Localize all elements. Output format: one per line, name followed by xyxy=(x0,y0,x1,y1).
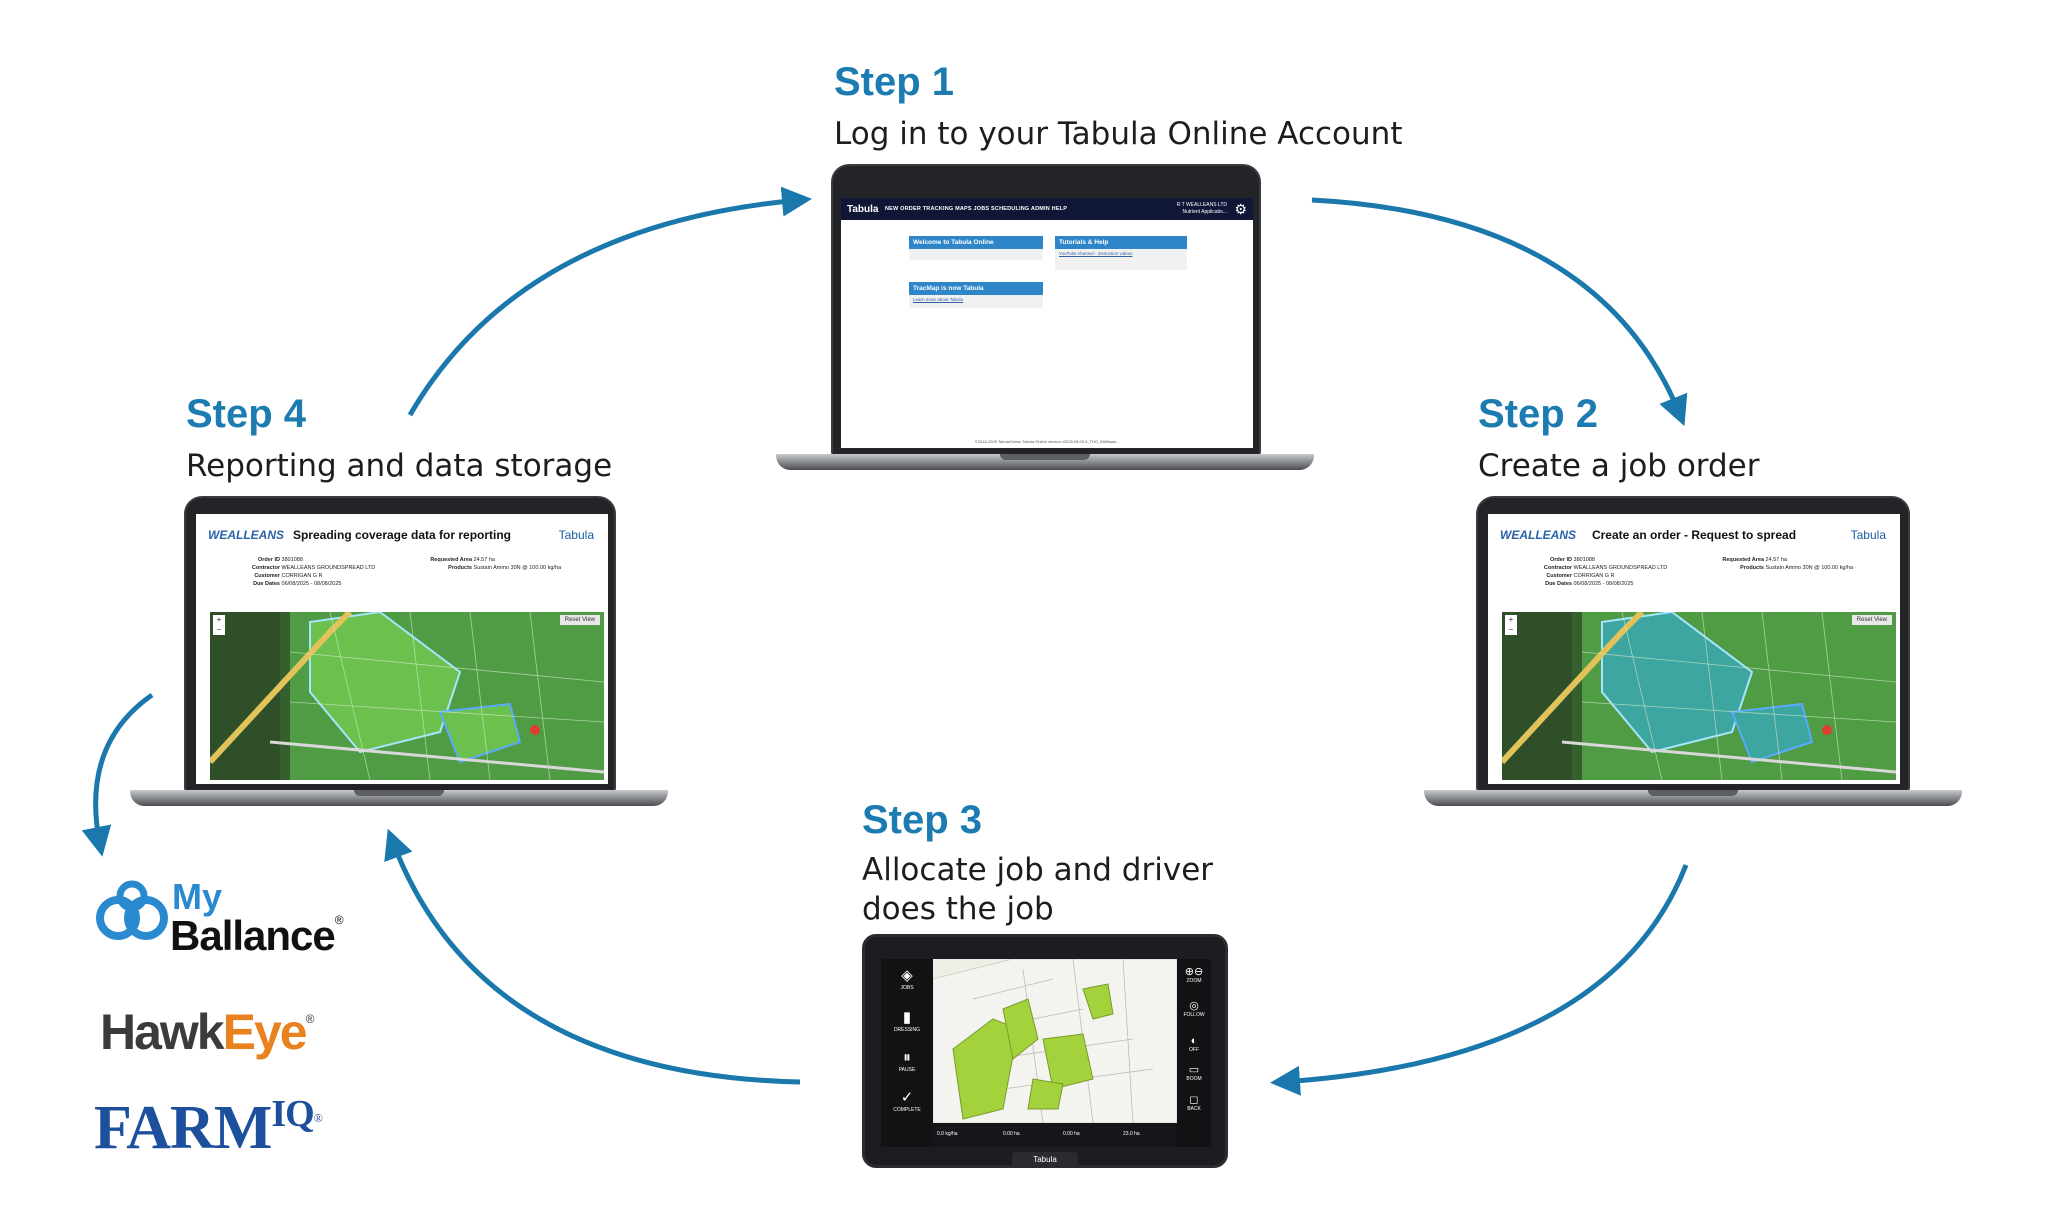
order-details: Order ID 3801088 Contractor WEALLEANS GR… xyxy=(1543,557,1668,587)
complete-button[interactable]: ✓COMPLETE xyxy=(893,1089,921,1113)
zoom-control[interactable]: +− xyxy=(213,615,225,635)
step2-description: Create a job order xyxy=(1478,448,1760,484)
area-a: 0.00 ha xyxy=(1003,1131,1020,1137)
coverage-map[interactable]: +− Reset View xyxy=(210,612,604,780)
report-screen-step4: WEALLEANS Spreading coverage data for re… xyxy=(196,514,608,784)
myballance-logo: Ballance® xyxy=(170,912,344,959)
wealleans-logo: WEALLEANS xyxy=(208,528,284,542)
step1-title: Step 1 xyxy=(834,60,955,104)
arrow-step1-to-step2 xyxy=(1311,197,1688,427)
tracmap-card: TracMap is now Tabula Learn more about T… xyxy=(909,282,1043,308)
farmiq-logo: FARMIQ® xyxy=(94,1093,323,1162)
order-title: Create an order - Request to spread xyxy=(1591,528,1797,542)
order-product-details: Requested Area 24.57 ha Products Sustain… xyxy=(1722,557,1854,571)
arrow-step3-to-step4 xyxy=(384,828,801,1085)
tabula-footer: ©2016-2025 TabulaOnline Tabula Online ve… xyxy=(974,439,1120,444)
order-product-details: Requested Area 24.57 ha Products Sustain… xyxy=(430,557,562,571)
gear-icon[interactable]: ⚙ xyxy=(1234,201,1247,217)
myballance-logo-icon xyxy=(96,880,168,940)
tablet-left-toolbar: ◈JOBS ▮DRESSING ⏸PAUSE ✓COMPLETE xyxy=(881,959,933,1147)
step2-title: Step 2 xyxy=(1478,392,1599,436)
tabula-online-screen: Tabula NEW ORDER TRACKING MAPS JOBS SCHE… xyxy=(841,198,1253,448)
step3-description-line2: does the job xyxy=(862,891,1054,927)
learn-more-link[interactable]: Learn more about Tabula xyxy=(913,297,963,302)
tabula-logo: Tabula xyxy=(847,204,879,215)
tablet-status-bar: 0.0 kg/ha 0.00 ha 0.00 ha 23.0 ha xyxy=(933,1123,1177,1147)
area-c: 23.0 ha xyxy=(1123,1131,1140,1137)
step1-description: Log in to your Tabula Online Account xyxy=(834,116,1403,152)
step3-title: Step 3 xyxy=(862,798,983,842)
youtube-link[interactable]: YouTube channel - instruction videos xyxy=(1059,251,1133,256)
arrow-step2-to-step3 xyxy=(1270,864,1689,1096)
order-details: Order ID 3801088 Contractor WEALLEANS GR… xyxy=(251,557,376,587)
hawkeye-logo: HawkEye® xyxy=(100,1004,314,1060)
tabula-brand: Tabula xyxy=(1850,528,1886,542)
map-graphic xyxy=(1502,612,1896,780)
step4-title: Step 4 xyxy=(186,392,307,436)
tablet-map[interactable] xyxy=(933,959,1177,1123)
area-b: 0.00 ha xyxy=(1063,1131,1080,1137)
report-screen-step2: WEALLEANS Create an order - Request to s… xyxy=(1488,514,1900,784)
tutorials-card: Tutorials & Help YouTube channel - instr… xyxy=(1055,236,1187,270)
welcome-card: Welcome to Tabula Online xyxy=(909,236,1043,260)
report-title: Spreading coverage data for reporting xyxy=(292,528,512,542)
tabula-brand: Tabula xyxy=(558,528,594,542)
wealleans-logo: WEALLEANS xyxy=(1500,528,1576,542)
tabula-top-bar: Tabula NEW ORDER TRACKING MAPS JOBS SCHE… xyxy=(841,198,1253,220)
tabula-nav[interactable]: NEW ORDER TRACKING MAPS JOBS SCHEDULING … xyxy=(885,206,1068,212)
pause-button[interactable]: ⏸PAUSE xyxy=(898,1049,916,1073)
reset-view-button[interactable]: Reset View xyxy=(559,615,600,625)
back-button[interactable]: ◻BACK xyxy=(1187,1094,1201,1112)
map-graphic xyxy=(210,612,604,780)
order-map[interactable]: +− Reset View xyxy=(1502,612,1896,780)
myballance-my-text: My xyxy=(172,876,223,917)
jobs-button[interactable]: ◈JOBS xyxy=(900,967,914,991)
off-button[interactable]: ◐OFF xyxy=(1189,1035,1199,1053)
tablet-right-toolbar: ⊕⊖ZOOM ◎FOLLOW ◐OFF ▭BOOM ◻BACK xyxy=(1177,959,1211,1147)
dressing-button[interactable]: ▮DRESSING xyxy=(893,1009,921,1033)
tablet-screen: ◈JOBS ▮DRESSING ⏸PAUSE ✓COMPLETE ⊕⊖ZOOM … xyxy=(881,959,1211,1147)
follow-button[interactable]: ◎FOLLOW xyxy=(1183,1000,1205,1018)
arrow-step4-to-step1 xyxy=(407,186,812,417)
tablet-brand: Tabula xyxy=(1012,1152,1078,1168)
zoom-button[interactable]: ⊕⊖ZOOM xyxy=(1184,966,1204,984)
step4-description: Reporting and data storage xyxy=(186,448,613,484)
boom-button[interactable]: ▭BOOM xyxy=(1186,1064,1202,1082)
reset-view-button[interactable]: Reset View xyxy=(1851,615,1892,625)
account-info[interactable]: R T WEALLEANS LTD Nutrient Applicatio... xyxy=(1176,202,1227,215)
tablet-step3: ◈JOBS ▮DRESSING ⏸PAUSE ✓COMPLETE ⊕⊖ZOOM … xyxy=(862,934,1228,1168)
laptop-step1: Tabula NEW ORDER TRACKING MAPS JOBS SCHE… xyxy=(776,164,1314,480)
step3-description-line1: Allocate job and driver xyxy=(862,852,1214,888)
laptop-step2: WEALLEANS Create an order - Request to s… xyxy=(1424,496,1962,812)
laptop-step4: WEALLEANS Spreading coverage data for re… xyxy=(130,496,668,812)
application-rate: 0.0 kg/ha xyxy=(937,1131,958,1137)
zoom-control[interactable]: +− xyxy=(1505,615,1517,635)
